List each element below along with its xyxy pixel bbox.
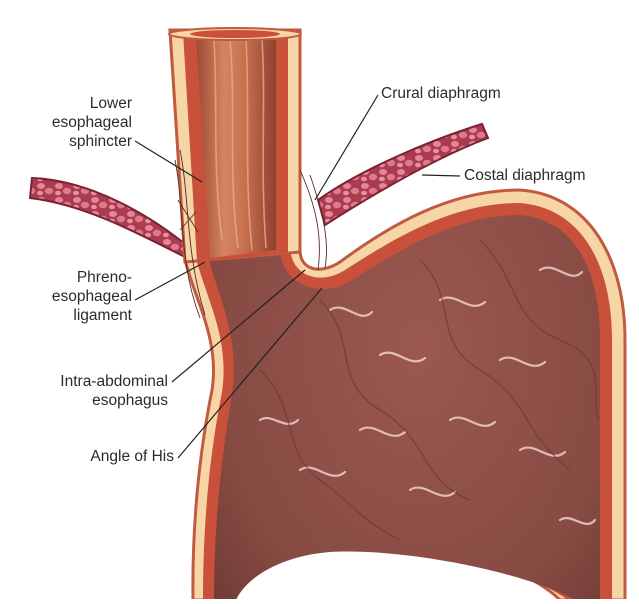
- label-line: esophagus: [18, 391, 168, 410]
- leader-costal-diaphragm: [422, 175, 460, 176]
- label-lower-esophageal-sphincter: Lower esophageal sphincter: [40, 94, 132, 151]
- label-line: sphincter: [40, 132, 132, 151]
- label-costal-diaphragm: Costal diaphragm: [464, 166, 585, 185]
- label-line: Costal diaphragm: [464, 166, 585, 185]
- label-line: Angle of His: [58, 447, 174, 466]
- label-line: Lower: [40, 94, 132, 113]
- label-line: Crural diaphragm: [381, 84, 501, 103]
- label-line: Phreno-: [30, 268, 132, 287]
- label-line: Intra-abdominal: [18, 372, 168, 391]
- label-line: ligament: [30, 306, 132, 325]
- label-angle-of-his: Angle of His: [58, 447, 174, 466]
- label-crural-diaphragm: Crural diaphragm: [381, 84, 501, 103]
- label-phrenoesophageal-ligament: Phreno- esophageal ligament: [30, 268, 132, 325]
- left-diaphragm: [30, 178, 195, 262]
- label-line: esophageal: [30, 287, 132, 306]
- label-intra-abdominal-esophagus: Intra-abdominal esophagus: [18, 372, 168, 410]
- label-line: esophageal: [40, 113, 132, 132]
